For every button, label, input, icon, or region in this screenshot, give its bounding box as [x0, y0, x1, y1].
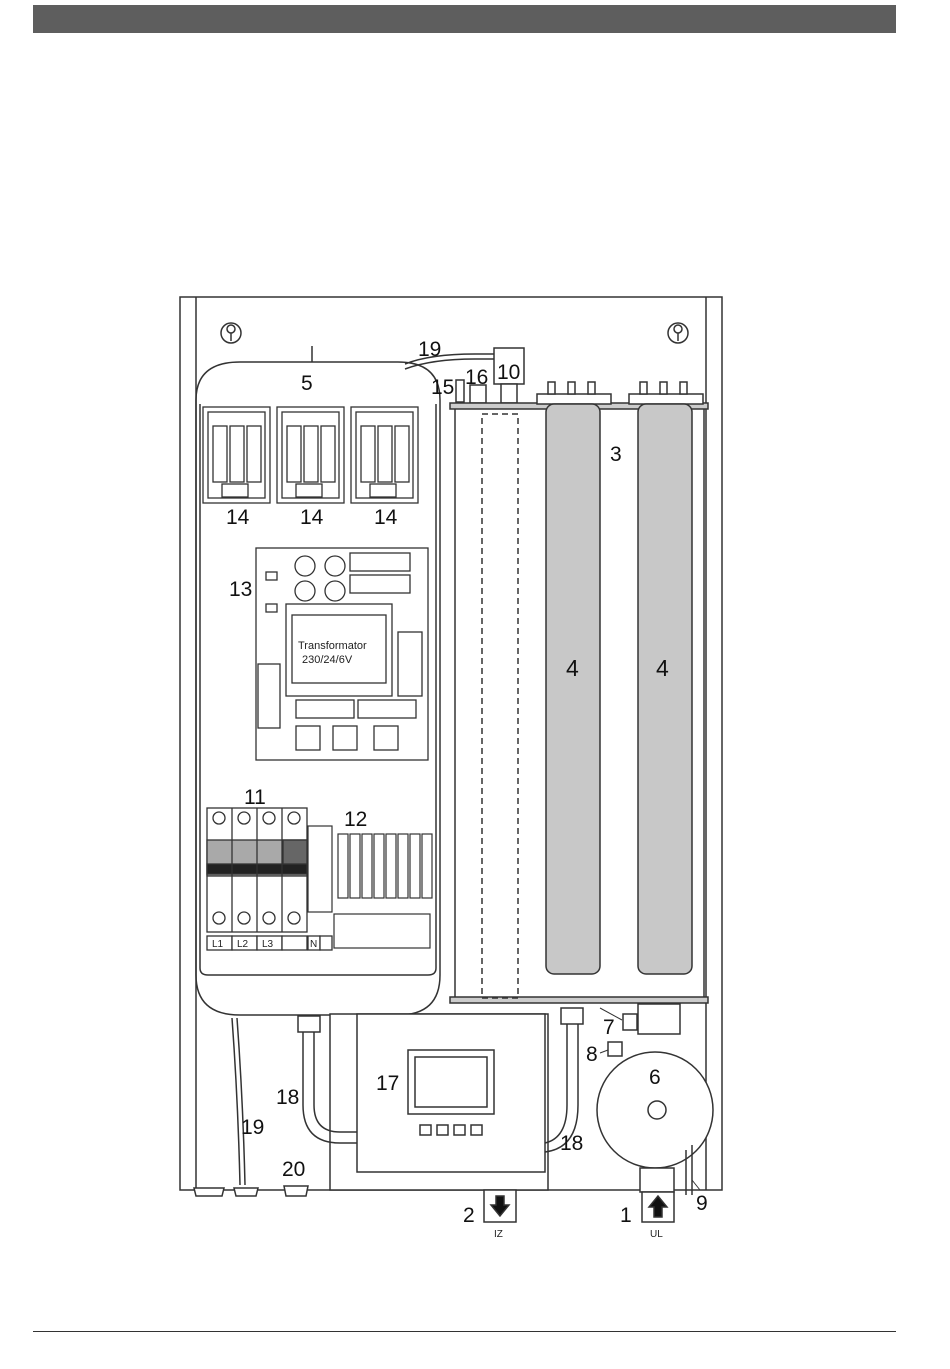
callout-9: 9	[696, 1192, 708, 1215]
callout-18-right: 18	[560, 1132, 583, 1155]
inlet-label: UL	[650, 1229, 663, 1240]
relay-module-2	[277, 407, 344, 503]
cable-bottom	[232, 1018, 245, 1185]
transformer-label: Transformator	[298, 640, 367, 652]
callout-8: 8	[586, 1043, 598, 1066]
mounting-hole-left	[221, 323, 241, 343]
callout-10: 10	[497, 361, 520, 384]
terminal-label-l1: L1	[212, 939, 224, 950]
terminal-label-l2: L2	[237, 939, 249, 950]
callout-1: 1	[620, 1204, 632, 1227]
callout-14-3: 14	[374, 506, 398, 529]
display-unit	[330, 1014, 548, 1190]
cable-glands	[194, 1186, 308, 1196]
outlet-flow-box	[484, 1190, 516, 1222]
callout-12: 12	[344, 808, 367, 831]
callout-14-1: 14	[226, 506, 250, 529]
callout-16: 16	[465, 366, 488, 389]
mounting-hole-right	[668, 323, 688, 343]
relay-module-3	[351, 407, 418, 503]
terminal-label-n: N	[310, 939, 317, 950]
relay-module-1	[203, 407, 270, 503]
callout-4-left: 4	[566, 655, 579, 681]
callout-4-right: 4	[656, 655, 669, 681]
transformer-voltage-label: 230/24/6V	[302, 654, 353, 666]
callout-6: 6	[649, 1066, 661, 1089]
callout-18-left: 18	[276, 1086, 299, 1109]
callout-19-bottom: 19	[241, 1116, 264, 1139]
callout-20: 20	[282, 1158, 305, 1181]
outlet-label: IZ	[494, 1229, 503, 1240]
circuit-breakers	[207, 808, 307, 932]
terminal-label-l3: L3	[262, 939, 274, 950]
callout-13: 13	[229, 578, 252, 601]
inlet-flow-box	[642, 1192, 674, 1222]
callout-2: 2	[463, 1204, 475, 1227]
callout-5: 5	[301, 372, 313, 395]
callout-15: 15	[431, 376, 454, 399]
callout-3: 3	[610, 443, 622, 466]
callout-7: 7	[603, 1016, 615, 1039]
callout-11: 11	[244, 786, 266, 809]
terminal-blocks	[308, 826, 432, 948]
callout-17: 17	[376, 1072, 399, 1095]
callout-14-2: 14	[300, 506, 324, 529]
callout-19-top: 19	[418, 338, 441, 361]
footer-rule	[33, 1331, 896, 1332]
